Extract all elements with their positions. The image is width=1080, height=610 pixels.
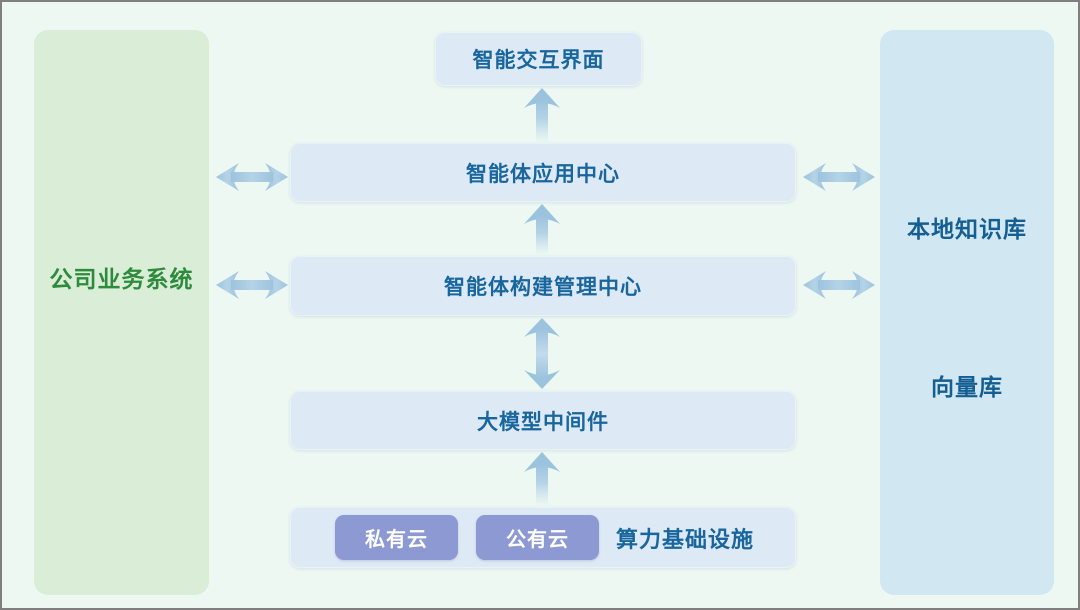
- company-business-label: 公司业务系统: [49, 266, 194, 292]
- knowledge-panel: 本地知识库 向量库: [880, 30, 1054, 595]
- vector-db-label: 向量库: [931, 374, 1003, 400]
- company-business-panel: 公司业务系统: [34, 30, 209, 595]
- agent-app-center-label: 智能体应用中心: [466, 162, 620, 186]
- agent-app-center-box: 智能体应用中心: [290, 143, 796, 202]
- llm-middleware-box: 大模型中间件: [290, 391, 796, 450]
- double-horizontal-arrow-icon: [216, 271, 288, 299]
- double-vertical-arrow-icon: [524, 318, 560, 389]
- up-arrow-icon: [524, 88, 560, 142]
- infra-label: 算力基础设施: [616, 526, 755, 552]
- private-cloud-label: 私有云: [365, 529, 428, 551]
- llm-middleware-label: 大模型中间件: [477, 410, 609, 434]
- double-horizontal-arrow-icon: [803, 163, 875, 191]
- double-horizontal-arrow-icon: [216, 163, 288, 191]
- local-knowledge-label: 本地知识库: [907, 216, 1027, 242]
- up-arrow-icon: [524, 452, 560, 505]
- agent-build-center-box: 智能体构建管理中心: [290, 256, 796, 316]
- public-cloud-label: 公有云: [506, 529, 569, 551]
- infra-box: 私有云 公有云 算力基础设施: [290, 507, 796, 568]
- interaction-ui-label: 智能交互界面: [472, 49, 605, 72]
- double-horizontal-arrow-icon: [803, 271, 875, 299]
- agent-build-center-label: 智能体构建管理中心: [444, 276, 642, 299]
- private-cloud-button: 私有云: [335, 515, 458, 560]
- public-cloud-button: 公有云: [476, 515, 599, 560]
- up-arrow-icon: [524, 204, 560, 254]
- interaction-ui-box: 智能交互界面: [435, 32, 642, 86]
